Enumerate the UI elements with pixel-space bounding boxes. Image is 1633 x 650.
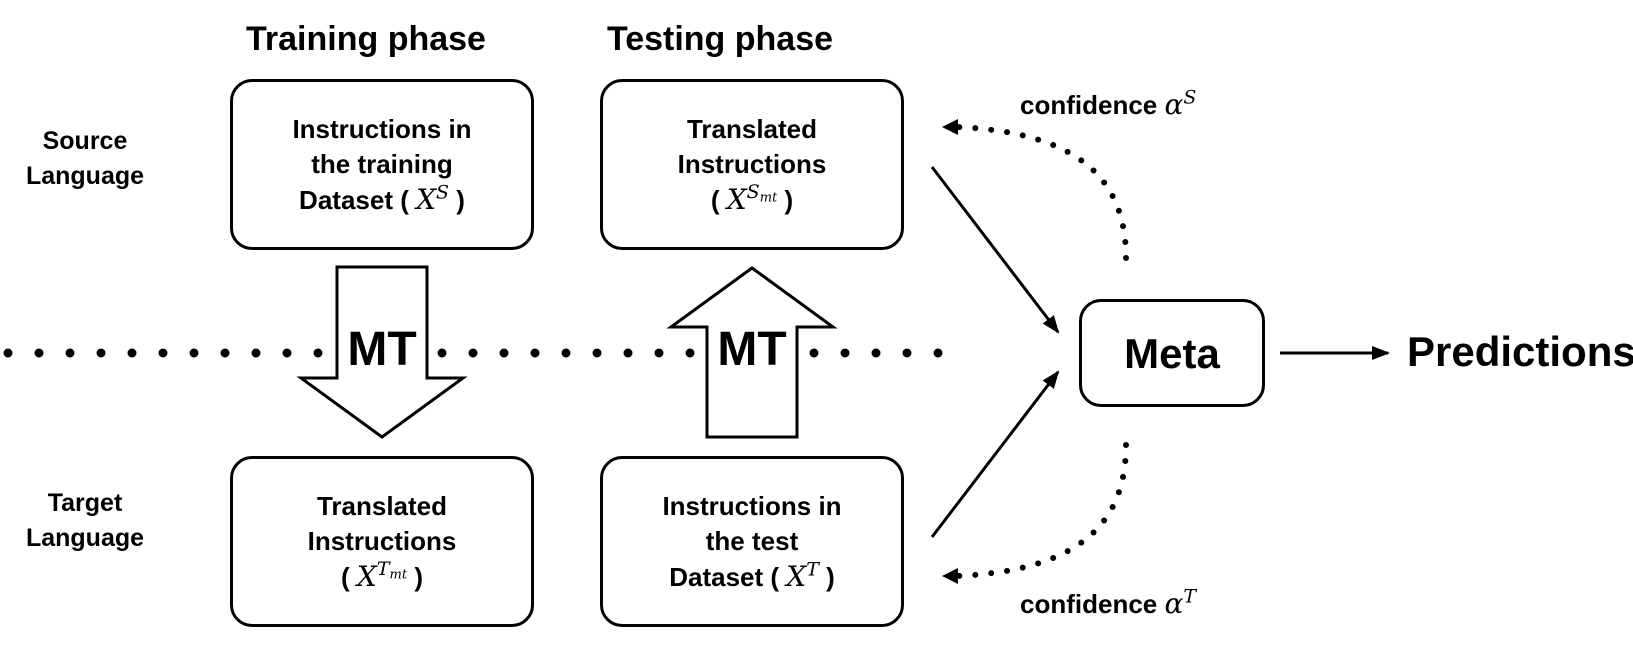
formula-x-t-mt: XTmt [356, 558, 408, 593]
meta-box: Meta [1079, 299, 1265, 407]
mt-down-arrow [296, 265, 468, 439]
confidence-target-label: confidence αT [1020, 585, 1197, 620]
formula-x-s-mt: XSmt [726, 181, 778, 216]
source-language-label: Source Language [25, 127, 145, 190]
confidence-target-curve [953, 442, 1129, 579]
confidence-source-curve [953, 124, 1129, 261]
formula-x-t: XT [786, 558, 819, 593]
predictions-label: Predictions [1407, 328, 1633, 375]
formula-x-s: XS [416, 181, 450, 216]
testing-target-box: Instructions in the test Dataset ( XT ) [600, 456, 904, 627]
arrow-target-to-meta [930, 370, 1060, 538]
confidence-source-label: confidence αS [1020, 86, 1197, 121]
testing-source-box: Translated Instructions ( XSmt ) [600, 79, 904, 250]
mt-testing-label: MT [717, 323, 787, 376]
mt-training-label: MT [347, 323, 417, 376]
testing-phase-title: Testing phase [606, 20, 834, 58]
arrow-source-to-meta [930, 166, 1060, 334]
training-phase-title: Training phase [246, 20, 486, 58]
target-language-label: Target Language [25, 489, 145, 552]
confidence-source-arrowhead [942, 119, 958, 135]
mt-up-arrow [666, 266, 838, 439]
training-source-box: Instructions in the training Dataset ( X… [230, 79, 534, 250]
training-target-box: Translated Instructions ( XTmt ) [230, 456, 534, 627]
confidence-target-arrowhead [942, 568, 958, 584]
